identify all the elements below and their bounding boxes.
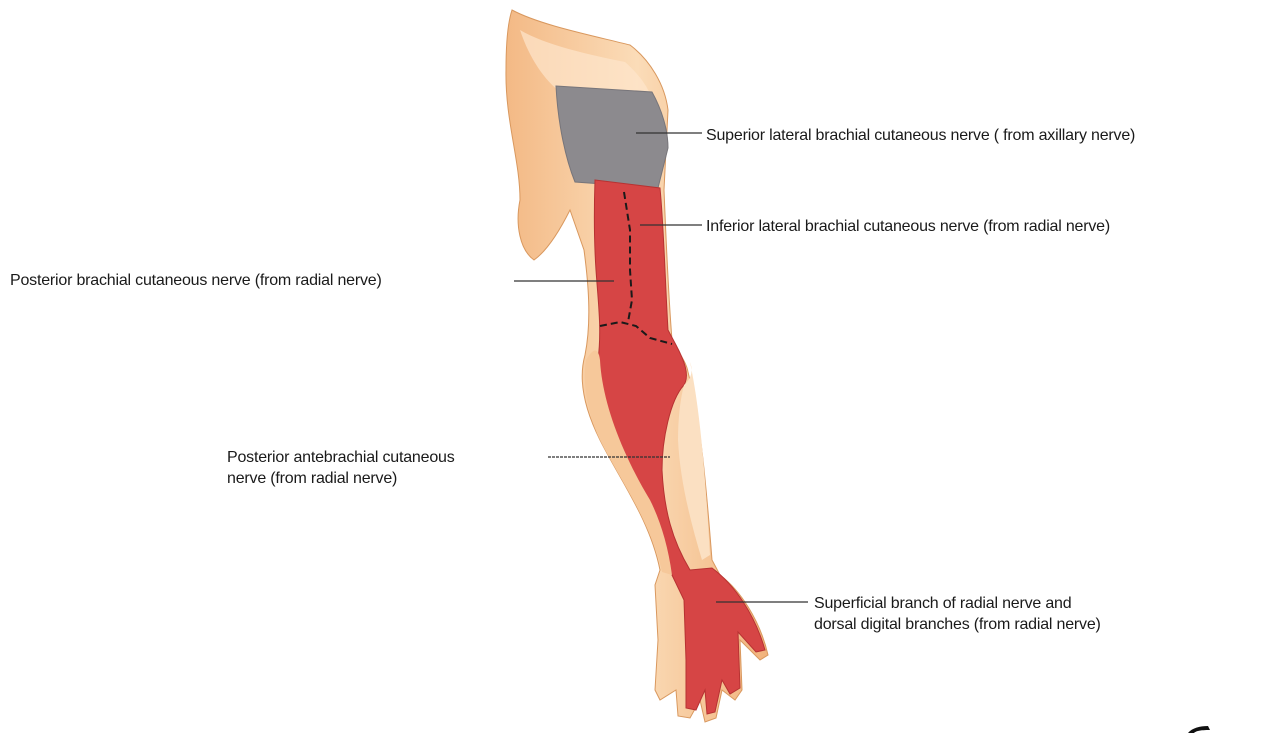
label-superior-lateral-brachial-cutaneous-nerve: Superior lateral brachial cutaneous nerv… xyxy=(706,125,1135,146)
label-superficial-branch-radial-nerve: Superficial branch of radial nerve and d… xyxy=(814,593,1101,635)
label-text: Posterior brachial cutaneous nerve (from… xyxy=(10,270,382,291)
corner-mark xyxy=(1188,726,1210,733)
axillary-nerve-region xyxy=(556,86,668,188)
label-text-line-1: Posterior antebrachial cutaneous xyxy=(227,447,455,468)
label-text: Superior lateral brachial cutaneous nerv… xyxy=(706,125,1135,146)
label-posterior-brachial-cutaneous-nerve: Posterior brachial cutaneous nerve (from… xyxy=(10,270,382,291)
label-text-line-1: Superficial branch of radial nerve and xyxy=(814,593,1101,614)
label-text-line-2: dorsal digital branches (from radial ner… xyxy=(814,614,1101,635)
label-text: Inferior lateral brachial cutaneous nerv… xyxy=(706,216,1110,237)
label-posterior-antebrachial-cutaneous-nerve: Posterior antebrachial cutaneous nerve (… xyxy=(227,447,455,489)
label-text-line-2: nerve (from radial nerve) xyxy=(227,468,455,489)
label-inferior-lateral-brachial-cutaneous-nerve: Inferior lateral brachial cutaneous nerv… xyxy=(706,216,1110,237)
